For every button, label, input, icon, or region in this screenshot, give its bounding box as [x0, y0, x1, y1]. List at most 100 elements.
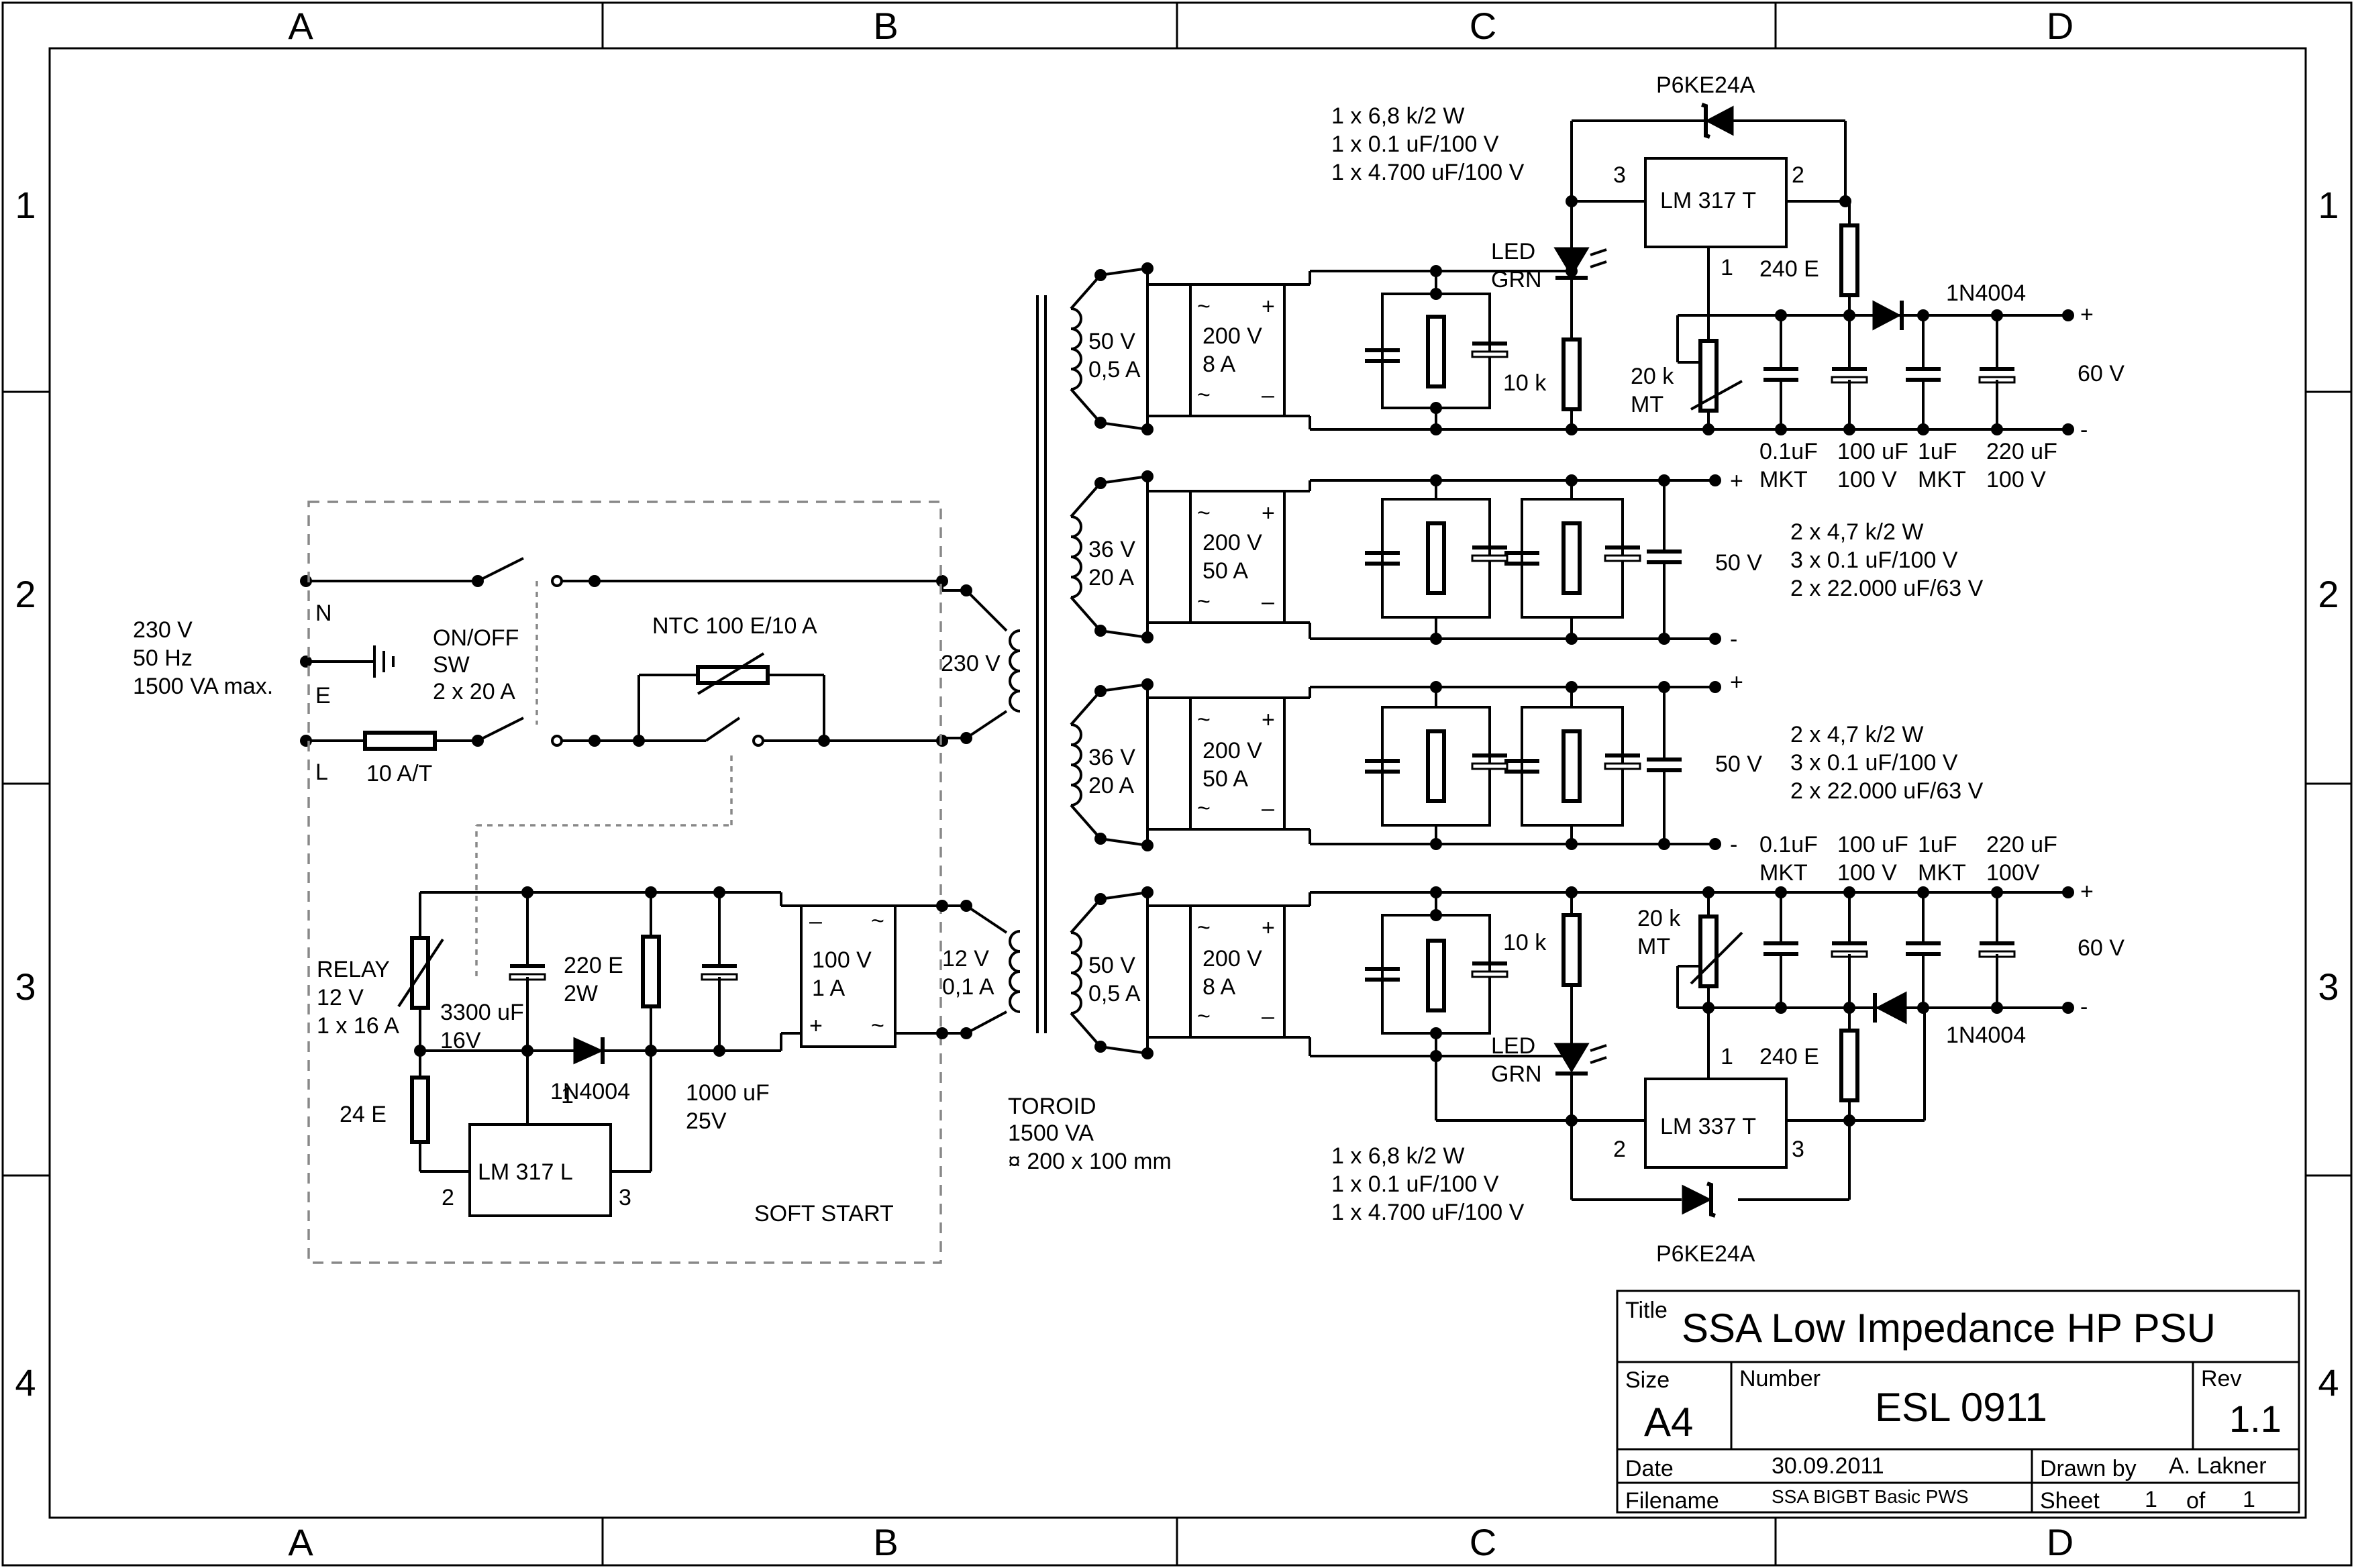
document-date: 30.09.2011: [1772, 1453, 1884, 1479]
ntc-resistor: [696, 665, 770, 685]
relay-label-2: 12 V: [317, 985, 364, 1010]
winding-4-voltage: 50 V: [1088, 953, 1135, 978]
lm337t-pin2: 2: [1613, 1137, 1626, 1162]
neg-protect-diode: [1875, 991, 1907, 1025]
col-label-a-bottom: A: [288, 1521, 313, 1563]
bridge-2-current: 50 A: [1202, 558, 1248, 584]
col-label-c: C: [1470, 5, 1496, 47]
neg-set-resistor: [1839, 1029, 1859, 1102]
neg-set-resistor-label: 240 E: [1759, 1044, 1819, 1069]
svg-text:+: +: [1262, 501, 1275, 526]
relay-label-3: 1 x 16 A: [317, 1013, 399, 1039]
pos-cap4-label-1: 220 uF: [1986, 439, 2057, 464]
title-block: Title SSA Low Impedance HP PSU Size A4 N…: [1616, 1290, 2300, 1514]
cap-1000uf-label-2: 25V: [686, 1108, 727, 1134]
title-label: Title: [1625, 1298, 1668, 1323]
primary-winding: [941, 581, 1021, 744]
secondary-section-1: 50 V 0,5 A ~+ ~– 200 V 8 A: [1070, 262, 1286, 435]
col-label-d: D: [2047, 5, 2074, 47]
bridge-rectifier-2: [1189, 490, 1286, 624]
toroid-label-1: TOROID: [1008, 1094, 1096, 1119]
winding-3-current: 20 A: [1088, 773, 1134, 798]
secondary-section-3: 36 V 20 A ~+ ~– 200 V 50 A: [1070, 678, 1286, 851]
switch-label-1: ON/OFF: [433, 625, 519, 651]
bridge-rectifier-3: [1189, 696, 1286, 831]
soft-start-circuit: SOFT START RELAY 12 V 1 x 16 A 24 E 3300…: [307, 501, 1021, 1264]
lm317t-label: LM 317 T: [1660, 188, 1756, 213]
row-label-4: 4: [15, 1361, 36, 1404]
rail-2-parts-3: 2 x 22.000 uF/63 V: [1790, 778, 1984, 804]
pos-bleeder-resistor: [1426, 315, 1446, 388]
lm317l-pin2-label: 2: [442, 1185, 454, 1210]
drawn-by-label: Drawn by: [2040, 1456, 2137, 1481]
neg-cap4-label-2: 100V: [1986, 860, 2040, 886]
res-24e-label: 24 E: [340, 1102, 387, 1127]
lm317l-pin3-label: 3: [619, 1185, 631, 1210]
soft-start-title: SOFT START: [754, 1201, 894, 1226]
sheet-number: 1: [2145, 1487, 2157, 1512]
row-label-3-right: 3: [2318, 965, 2339, 1008]
lm317l-label: LM 317 L: [478, 1159, 573, 1185]
cap-3300uf-label-1: 3300 uF: [440, 1000, 524, 1025]
neg-output-minus: -: [2080, 994, 2088, 1020]
mains-spec-voltage: 230 V: [133, 617, 193, 643]
svg-text:~: ~: [1197, 1004, 1211, 1029]
lm317t-pin2: 2: [1792, 162, 1804, 188]
col-label-d-bottom: D: [2047, 1521, 2074, 1563]
switch-label-2: SW: [433, 652, 470, 678]
aux-bridge-minus: –: [809, 908, 822, 934]
rev-label: Rev: [2201, 1366, 2241, 1392]
svg-text:–: –: [1262, 382, 1274, 408]
grid-labels: A B C D A B C D 1 2 3 4 1 2 3 4: [15, 5, 2339, 1563]
col-label-b-bottom: B: [873, 1521, 898, 1563]
pos-led-icon: [1553, 247, 1590, 277]
svg-text:–: –: [1262, 1004, 1274, 1029]
aux-bridge-plus: +: [809, 1013, 823, 1039]
relay-label-1: RELAY: [317, 957, 390, 982]
pos-parts-1: 1 x 6,8 k/2 W: [1331, 103, 1464, 129]
neg-zener-label: P6KE24A: [1656, 1241, 1755, 1267]
neg-cap1-label-2: MKT: [1759, 860, 1808, 886]
winding-2-voltage: 36 V: [1088, 537, 1135, 562]
pos-trimmer-label-2: MT: [1631, 392, 1664, 417]
winding-3-voltage: 36 V: [1088, 745, 1135, 770]
rail-1-parts-2: 3 x 0.1 uF/100 V: [1790, 547, 1958, 573]
rail-1-minus: -: [1730, 627, 1737, 652]
winding-1-current: 0,5 A: [1088, 357, 1141, 382]
res-220e-label-1: 220 E: [564, 953, 623, 978]
neg-parts-1: 1 x 6,8 k/2 W: [1331, 1143, 1464, 1169]
pos-set-resistor-label: 240 E: [1759, 256, 1819, 282]
neg-led-resistor-label: 10 k: [1503, 930, 1547, 955]
bridge-4-voltage: 200 V: [1202, 946, 1262, 972]
pos-cap3-label-1: 1uF: [1918, 439, 1957, 464]
pos-cap2-label-1: 100 uF: [1837, 439, 1908, 464]
pos-parts-2: 1 x 0.1 uF/100 V: [1331, 132, 1499, 157]
svg-text:+: +: [1262, 707, 1275, 733]
l-terminal-label: L: [315, 760, 328, 785]
neg-zener-diode: [1682, 1184, 1712, 1215]
bridge-3-voltage: 200 V: [1202, 738, 1262, 764]
cap-1000uf-label-1: 1000 uF: [686, 1080, 770, 1106]
e-terminal-label: E: [315, 683, 331, 709]
mains-spec-frequency: 50 Hz: [133, 645, 193, 671]
n-terminal-label: N: [315, 600, 332, 626]
secondary-section-4: 50 V 0,5 A ~+ ~– 200 V 8 A: [1070, 886, 1286, 1059]
document-title: SSA Low Impedance HP PSU: [1682, 1306, 2216, 1351]
rail-1-resistor-b: [1562, 521, 1582, 595]
row-label-2: 2: [15, 573, 36, 615]
pos-output-plus: +: [2080, 302, 2094, 327]
aux-bridge-ac-1: ~: [871, 908, 884, 934]
ntc-label: NTC 100 E/10 A: [652, 613, 817, 639]
lm317t-pin3: 3: [1613, 162, 1626, 188]
pos-output-voltage: 60 V: [2078, 361, 2125, 386]
pos-trimmer-label-1: 20 k: [1631, 364, 1674, 389]
pos-protect-diode: [1872, 300, 1902, 331]
bridge-rectifier-1: [1189, 283, 1286, 417]
primary-voltage: 230 V: [941, 651, 1001, 676]
toroid-label-3: ¤ 200 x 100 mm: [1008, 1149, 1172, 1174]
lm317l-pin1-label: 1: [561, 1083, 574, 1108]
rail-1-voltage: 50 V: [1715, 550, 1762, 576]
main-rail-1: + - 50 V 2 x 4,7 k/2 W 3 x 0.1 uF/100 V …: [1284, 468, 1984, 652]
